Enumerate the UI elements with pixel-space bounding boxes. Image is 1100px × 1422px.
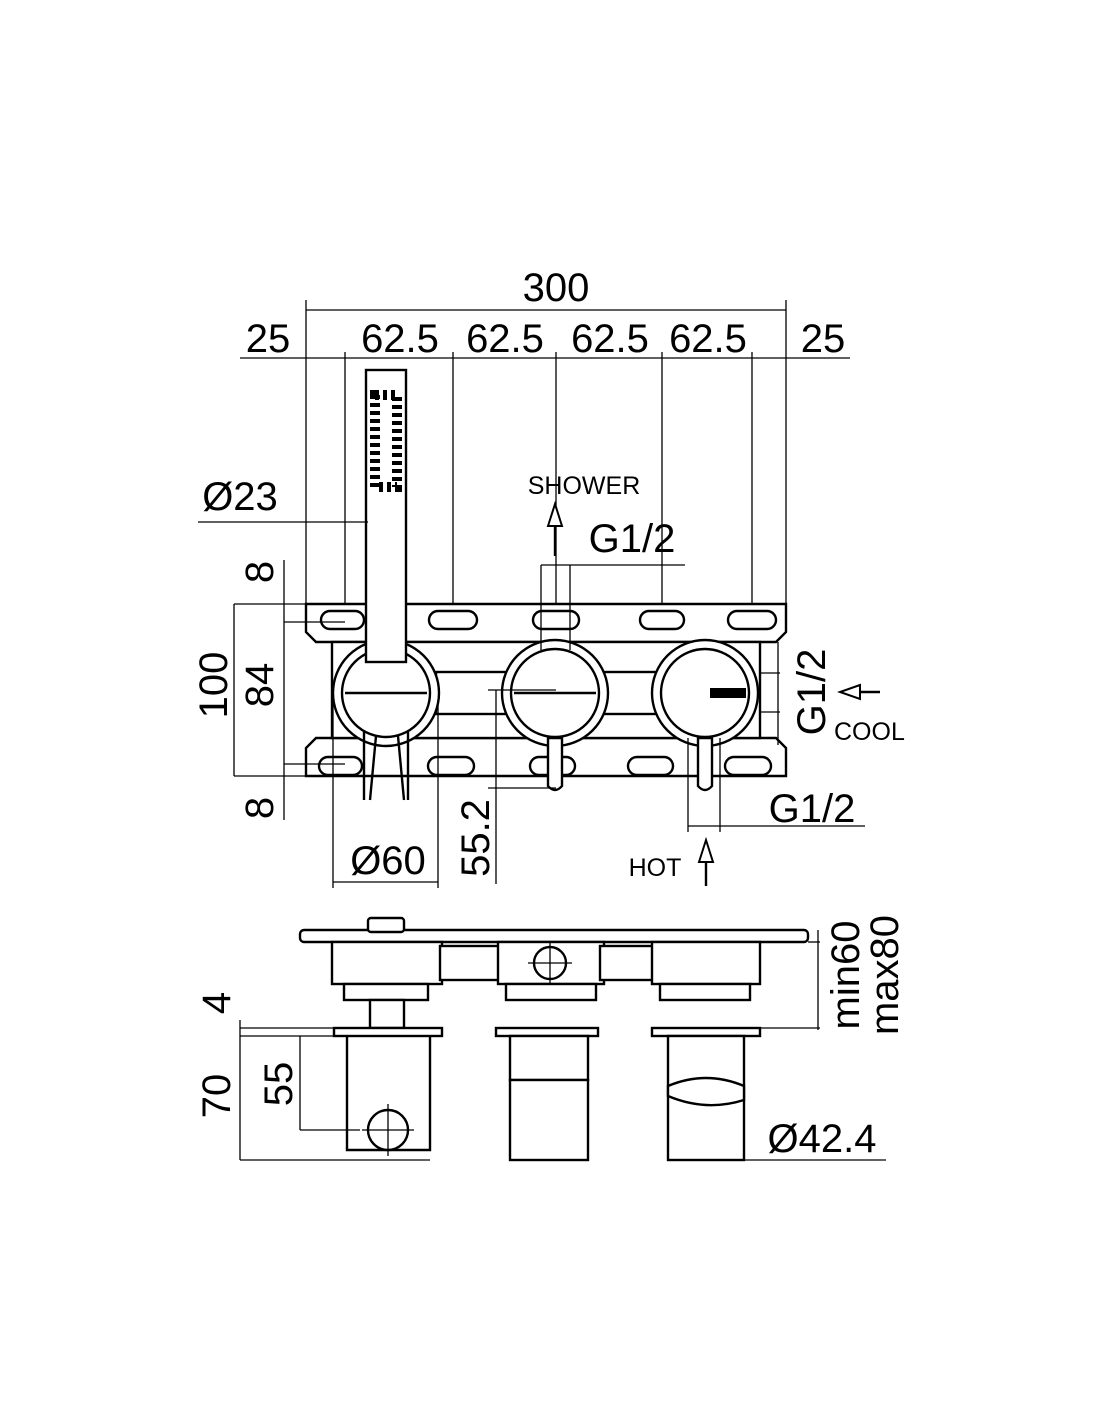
label-cold: COOL [834,718,905,746]
dim-outlet-thread: G1/2 [589,517,676,561]
thermostat-lever [696,736,714,792]
shower-outlet [540,500,685,650]
side-spindle-center [504,982,598,1002]
side-stem-left [368,998,406,1030]
top-dimensions [240,300,850,610]
label-hot: HOT [629,854,682,882]
dim-inner-height: 84 [238,663,282,708]
dim-left-margin: 25 [246,317,291,361]
dim-right-margin: 25 [801,317,846,361]
mixer-valve [500,638,610,748]
side-spindle-left [342,982,430,1002]
dim-inlet-offset: 55.2 [454,799,498,877]
handshower [362,368,410,801]
side-right-lever [666,1034,746,1162]
shower-arrow-icon [546,500,564,527]
mixer-lever [546,736,564,792]
dim-pitch-1: 62.5 [361,317,439,361]
dim-body-diameter: Ø60 [350,839,426,883]
dim-total-depth: 70 [195,1074,239,1119]
dim-hot-thread: G1/2 [769,787,856,831]
dim-overall-width: 300 [523,266,590,310]
front-view: 300 25 62.5 62.5 62.5 62.5 25 [192,266,905,888]
side-pipe-right [598,944,658,982]
cold-arrow-icon [836,683,861,701]
hot-inlet [687,738,865,886]
side-body-left [330,940,444,986]
dim-total-height: 100 [192,652,236,719]
side-spindle-right [658,982,752,1002]
dim-pitch-3: 62.5 [571,317,649,361]
side-cap [366,916,406,934]
dim-spout-diameter: Ø42.4 [768,1117,877,1161]
side-center-knob [508,1034,590,1162]
dim-pitch-4: 62.5 [669,317,747,361]
indicator-mark [710,688,746,698]
dim-handshower-diameter: Ø23 [202,475,278,519]
dim-depth-max: max80 [863,915,907,1035]
label-shower: SHOWER [528,472,641,500]
side-view: min60 max80 4 70 55 Ø42.4 [195,915,907,1162]
dim-pitch-2: 62.5 [466,317,544,361]
side-body-right [650,940,762,986]
dim-cold-thread: G1/2 [790,649,834,736]
dim-top-plate: 8 [238,561,282,583]
mounting-plate-top [304,602,788,644]
side-pipe-left [438,944,504,982]
cold-inlet [760,642,880,745]
side-handshower-holder [345,1036,432,1156]
dim-bottom-plate: 8 [238,797,282,819]
dim-handle-depth: 55 [257,1062,301,1107]
side-valve-port [528,941,572,985]
spray-nozzles [370,390,402,492]
dim-depth-min: min60 [824,921,868,1030]
left-vertical-dimensions [233,560,345,820]
hot-arrow-icon [697,836,715,863]
side-flange-left [332,1026,444,1038]
dim-plate-thickness: 4 [195,992,239,1014]
thermostat-valve [650,638,760,748]
